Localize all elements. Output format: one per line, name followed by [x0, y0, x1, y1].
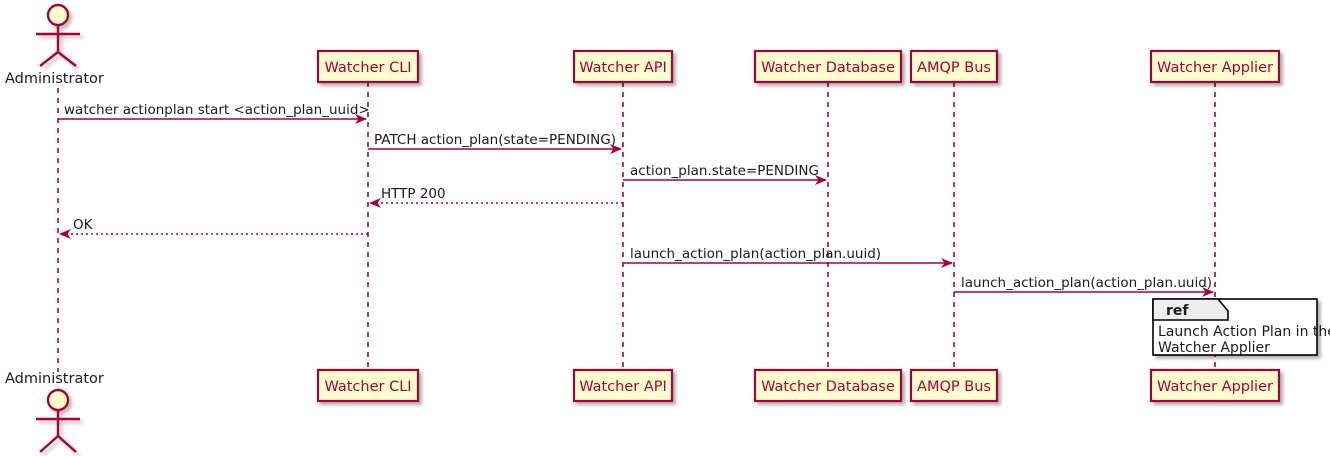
participant-box [1149, 368, 1281, 403]
message-1[interactable]: watcher actionplan start <action_plan_uu… [58, 102, 370, 124]
participant-cli-top[interactable]: Watcher CLI [316, 49, 420, 84]
participant-api-top[interactable]: Watcher API [572, 49, 674, 84]
participant-label-cli-bottom: Watcher CLI [324, 379, 411, 395]
participant-box [1149, 49, 1281, 84]
participant-database-top[interactable]: Watcher Database [753, 49, 903, 84]
message-label-3: action_plan.state=PENDING [630, 163, 819, 179]
participant-api-bottom[interactable]: Watcher API [572, 368, 674, 403]
message-label-7: launch_action_plan(action_plan.uuid) [961, 275, 1212, 291]
participant-box [316, 368, 420, 403]
lifelines-group [57, 82, 1216, 372]
participant-label-api-top: Watcher API [579, 60, 667, 76]
message-3[interactable]: action_plan.state=PENDING [623, 163, 827, 185]
message-6[interactable]: launch_action_plan(action_plan.uuid) [623, 246, 953, 268]
message-4[interactable]: HTTP 200 [369, 186, 623, 208]
participant-box [753, 368, 903, 403]
message-5[interactable]: OK [59, 217, 368, 239]
participant-box [572, 368, 674, 403]
ref-fragment-box [1152, 298, 1318, 356]
actor-administrator-bottom[interactable]: Administrator [5, 371, 104, 453]
ref-fragment-line-1: Launch Action Plan in the [1158, 324, 1330, 340]
ref-fragment-tag: ref [1166, 303, 1189, 319]
ref-fragment-tab [1152, 298, 1229, 321]
participant-box [753, 49, 903, 84]
participant-amqp-bottom[interactable]: AMQP Bus [909, 368, 999, 403]
message-label-4: HTTP 200 [381, 186, 446, 202]
message-label-5: OK [73, 217, 94, 233]
participant-box [316, 49, 420, 84]
participant-label-applier-bottom: Watcher Applier [1157, 379, 1273, 395]
actor-administrator-top[interactable]: Administrator [5, 3, 104, 87]
actor-label-bottom: Administrator [5, 371, 104, 387]
ref-fragment-line-2: Watcher Applier [1158, 340, 1270, 356]
participant-label-amqp-bottom: AMQP Bus [917, 379, 991, 395]
participant-label-cli-top: Watcher CLI [324, 60, 411, 76]
participant-box [572, 49, 674, 84]
participant-label-database-top: Watcher Database [761, 60, 895, 76]
participant-database-bottom[interactable]: Watcher Database [753, 368, 903, 403]
actor-label-top: Administrator [5, 71, 104, 87]
participant-box [909, 49, 999, 84]
message-7[interactable]: launch_action_plan(action_plan.uuid) [954, 275, 1214, 297]
participant-applier-top[interactable]: Watcher Applier [1149, 49, 1281, 84]
participant-amqp-top[interactable]: AMQP Bus [909, 49, 999, 84]
actor-figure-top-icon [36, 3, 80, 67]
actor-figure-bottom-icon [36, 388, 80, 453]
participant-label-database-bottom: Watcher Database [761, 379, 895, 395]
participant-applier-bottom[interactable]: Watcher Applier [1149, 368, 1281, 403]
message-label-2: PATCH action_plan(state=PENDING) [374, 132, 616, 148]
participant-label-api-bottom: Watcher API [579, 379, 667, 395]
participant-label-amqp-top: AMQP Bus [917, 60, 991, 76]
participant-cli-bottom[interactable]: Watcher CLI [316, 368, 420, 403]
ref-fragment[interactable]: ref Launch Action Plan in the Watcher Ap… [1152, 298, 1330, 356]
message-2[interactable]: PATCH action_plan(state=PENDING) [368, 132, 622, 154]
participant-label-applier-top: Watcher Applier [1157, 60, 1273, 76]
participant-box [909, 368, 999, 403]
message-label-6: launch_action_plan(action_plan.uuid) [630, 246, 881, 262]
message-label-1: watcher actionplan start <action_plan_uu… [64, 102, 370, 118]
